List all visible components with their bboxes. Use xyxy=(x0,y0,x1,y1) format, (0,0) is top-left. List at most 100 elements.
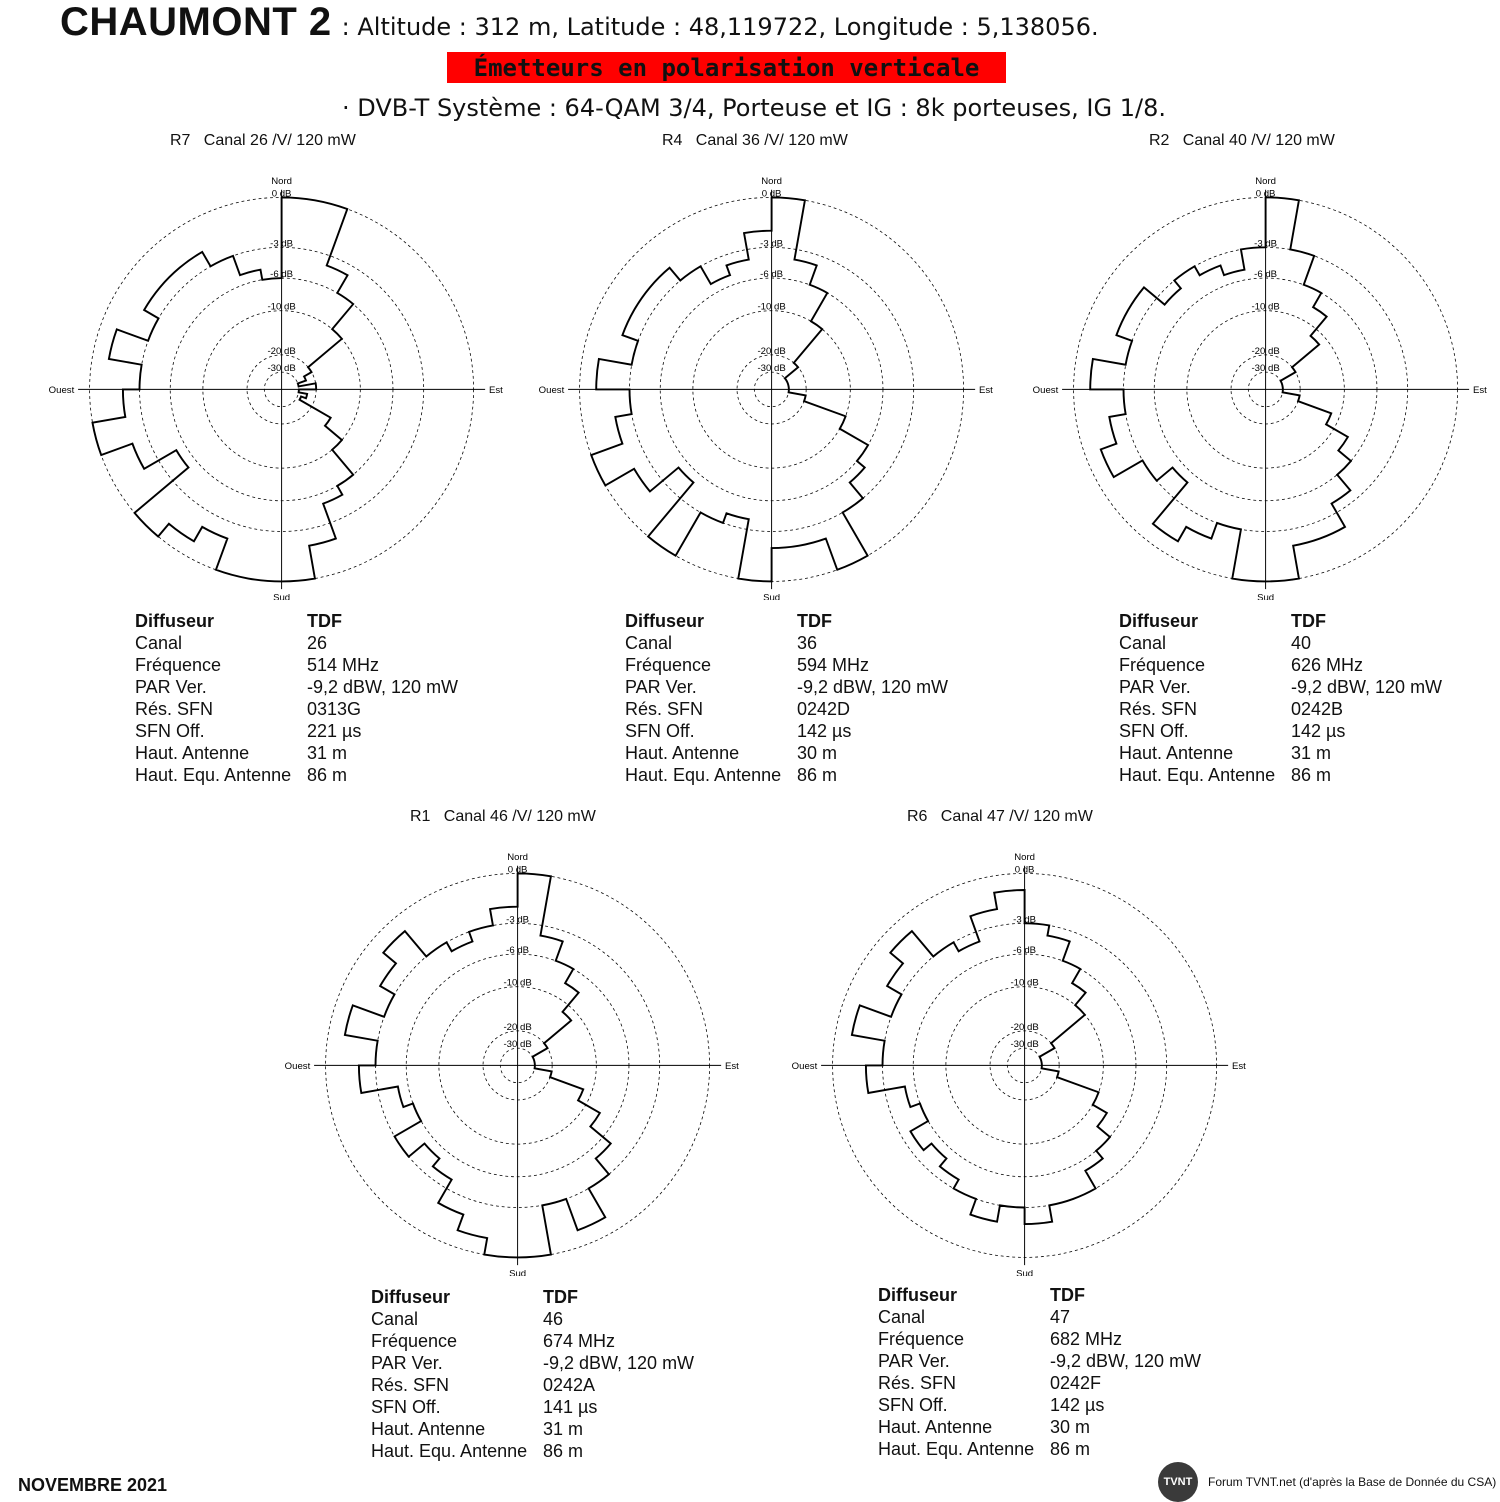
db-ring-label: -6 dB xyxy=(506,945,529,956)
label-east: Est xyxy=(1232,1061,1246,1072)
db-ring-label: -30 dB xyxy=(1251,363,1279,374)
key-res-sfn: Rés. SFN xyxy=(878,1373,957,1393)
key-sfn-off: SFN Off. xyxy=(625,721,695,741)
db-ring-label: -6 dB xyxy=(760,269,783,280)
db-ring-label: -30 dB xyxy=(1010,1039,1038,1050)
key-haut-equ-antenne: Haut. Equ. Antenne xyxy=(1119,765,1276,785)
value-res-sfn: 0313G xyxy=(307,699,362,719)
key-par: PAR Ver. xyxy=(135,677,207,697)
value-diffuseur: TDF xyxy=(307,611,342,631)
label-south: Sud xyxy=(763,593,780,600)
value-canal: 46 xyxy=(543,1309,564,1329)
info-table: Diffuseur TDF Canal 26 Fréquence 514 MHz PA… xyxy=(135,610,458,786)
db-ring-label: 0 dB xyxy=(762,188,782,199)
site-coordinates: : Altitude : 312 m, Latitude : 48,119722… xyxy=(341,13,1099,41)
antenna-pattern-diagram: 0 dB-3 dB-6 dB-10 dB-20 dB-30 dBNordSudE… xyxy=(1033,176,1487,600)
value-canal: 40 xyxy=(1291,633,1312,653)
source-text: Forum TVNT.net (d'après la Base de Donné… xyxy=(1208,1475,1497,1489)
transmitter-title: R7 Canal 26 /V/ 120 mW xyxy=(170,132,356,149)
transmitter-block-r7: R7 Canal 26 /V/ 120 mW 0 dB-3 dB-6 dB-10… xyxy=(49,132,530,785)
radiation-pattern xyxy=(1089,196,1353,583)
label-west: Ouest xyxy=(49,385,75,396)
value-par: -9,2 dBW, 120 mW xyxy=(1050,1351,1202,1371)
label-west: Ouest xyxy=(1033,385,1059,396)
db-ring-label: -3 dB xyxy=(506,914,529,925)
value-haut-equ-antenne: 86 m xyxy=(543,1441,584,1461)
key-canal: Canal xyxy=(135,633,183,653)
transmitter-block-r1: R1 Canal 46 /V/ 120 mW 0 dB-3 dB-6 dB-10… xyxy=(285,808,766,1461)
value-par: -9,2 dBW, 120 mW xyxy=(307,677,459,697)
db-ring-label: 0 dB xyxy=(508,864,528,875)
header: CHAUMONT 2 : Altitude : 312 m, Latitude … xyxy=(60,0,1099,44)
label-north: Nord xyxy=(507,852,528,863)
antenna-pattern-diagram: 0 dB-3 dB-6 dB-10 dB-20 dB-30 dBNordSudE… xyxy=(539,176,993,600)
db-ring-label: -30 dB xyxy=(503,1039,531,1050)
key-frequence: Fréquence xyxy=(371,1331,458,1351)
value-frequence: 682 MHz xyxy=(1050,1329,1123,1349)
key-par: PAR Ver. xyxy=(878,1351,950,1371)
value-haut-antenne: 31 m xyxy=(307,743,348,763)
db-ring-label: 0 dB xyxy=(272,188,292,199)
label-north: Nord xyxy=(761,176,782,187)
value-sfn-off: 142 µs xyxy=(797,721,852,741)
transmitter-block-r4: R4 Canal 36 /V/ 120 mW 0 dB-3 dB-6 dB-10… xyxy=(539,132,1020,785)
value-haut-equ-antenne: 86 m xyxy=(797,765,838,785)
key-diffuseur: Diffuseur xyxy=(1119,611,1199,631)
db-ring-label: -30 dB xyxy=(757,363,785,374)
key-res-sfn: Rés. SFN xyxy=(135,699,214,719)
key-diffuseur: Diffuseur xyxy=(878,1285,958,1305)
site-name: CHAUMONT 2 xyxy=(60,0,332,44)
logo-text: TVNT xyxy=(1163,1476,1193,1488)
transmitter-title: R4 Canal 36 /V/ 120 mW xyxy=(662,132,848,149)
key-canal: Canal xyxy=(1119,633,1167,653)
value-diffuseur: TDF xyxy=(1050,1285,1085,1305)
key-haut-equ-antenne: Haut. Equ. Antenne xyxy=(625,765,782,785)
antenna-pattern-diagram: 0 dB-3 dB-6 dB-10 dB-20 dB-30 dBNordSudE… xyxy=(49,176,503,600)
radiation-pattern xyxy=(343,872,613,1259)
key-diffuseur: Diffuseur xyxy=(135,611,215,631)
label-west: Ouest xyxy=(285,1061,311,1072)
antenna-pattern-diagram: 0 dB-3 dB-6 dB-10 dB-20 dB-30 dBNordSudE… xyxy=(792,852,1246,1276)
value-haut-antenne: 30 m xyxy=(797,743,838,763)
label-west: Ouest xyxy=(792,1061,818,1072)
db-ring-label: -10 dB xyxy=(267,302,295,313)
label-north: Nord xyxy=(1014,852,1035,863)
value-sfn-off: 142 µs xyxy=(1050,1395,1105,1415)
key-haut-antenne: Haut. Antenne xyxy=(135,743,250,763)
value-haut-antenne: 31 m xyxy=(1291,743,1332,763)
key-sfn-off: SFN Off. xyxy=(1119,721,1189,741)
system-line: · DVB-T Système : 64-QAM 3/4, Porteuse e… xyxy=(342,94,1166,122)
key-frequence: Fréquence xyxy=(1119,655,1206,675)
key-diffuseur: Diffuseur xyxy=(371,1287,451,1307)
db-ring-label: -6 dB xyxy=(1254,269,1277,280)
value-par: -9,2 dBW, 120 mW xyxy=(543,1353,695,1373)
transmitter-title: R6 Canal 47 /V/ 120 mW xyxy=(907,808,1093,825)
value-frequence: 514 MHz xyxy=(307,655,380,675)
transmitter-block-r2: R2 Canal 40 /V/ 120 mW 0 dB-3 dB-6 dB-10… xyxy=(1033,132,1500,785)
db-ring-label: -20 dB xyxy=(1010,1022,1038,1033)
label-south: Sud xyxy=(509,1269,526,1276)
value-res-sfn: 0242F xyxy=(1050,1373,1102,1393)
value-canal: 26 xyxy=(307,633,328,653)
value-haut-equ-antenne: 86 m xyxy=(307,765,348,785)
transmitter-block-r6: R6 Canal 47 /V/ 120 mW 0 dB-3 dB-6 dB-10… xyxy=(792,808,1273,1459)
value-canal: 36 xyxy=(797,633,818,653)
key-frequence: Fréquence xyxy=(135,655,222,675)
key-par: PAR Ver. xyxy=(1119,677,1191,697)
value-res-sfn: 0242B xyxy=(1291,699,1344,719)
key-diffuseur: Diffuseur xyxy=(625,611,705,631)
db-ring-label: 0 dB xyxy=(1256,188,1276,199)
value-frequence: 594 MHz xyxy=(797,655,870,675)
key-frequence: Fréquence xyxy=(878,1329,965,1349)
key-canal: Canal xyxy=(878,1307,926,1327)
key-haut-antenne: Haut. Antenne xyxy=(878,1417,993,1437)
value-sfn-off: 142 µs xyxy=(1291,721,1346,741)
db-ring-label: -10 dB xyxy=(757,302,785,313)
label-south: Sud xyxy=(273,593,290,600)
value-diffuseur: TDF xyxy=(797,611,832,631)
value-sfn-off: 141 µs xyxy=(543,1397,598,1417)
